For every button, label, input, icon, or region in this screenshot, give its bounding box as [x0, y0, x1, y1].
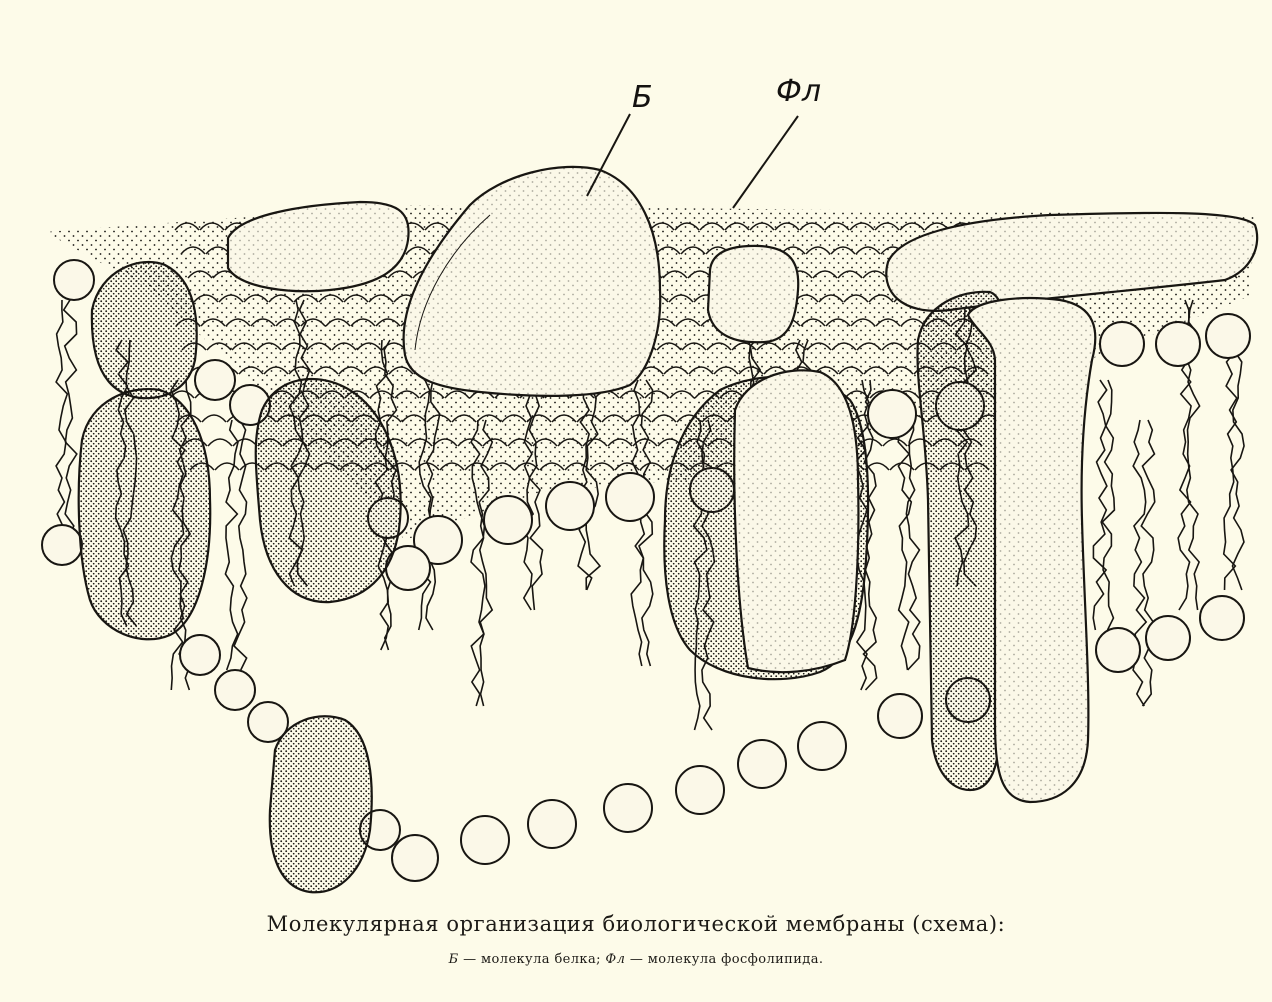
lipid-tail: [234, 420, 247, 670]
protein-left-dark-body: [79, 389, 210, 639]
phospholipid-head: [1200, 596, 1244, 640]
phospholipid-head: [1156, 322, 1200, 366]
phospholipid-head: [54, 260, 94, 300]
legend-b-symbol: Б: [449, 952, 459, 967]
lipid-tail: [225, 420, 238, 670]
phospholipid-head: [676, 766, 724, 814]
lipid-tail: [1093, 380, 1107, 630]
phospholipid-head: [42, 525, 82, 565]
phospholipid-head: [484, 496, 532, 544]
legend-fl-text: — молекула фосфолипида.: [625, 952, 823, 967]
protein-label: Б: [632, 80, 653, 115]
phospholipid-head: [1146, 616, 1190, 660]
protein-large-central: [404, 167, 661, 396]
phospholipid-head: [1206, 314, 1250, 358]
phospholipid-head: [738, 740, 786, 788]
phospholipid-head: [546, 482, 594, 530]
protein-bottom-left: [270, 716, 372, 892]
phospholipid-leader-line: [733, 116, 798, 208]
protein-transmembrane-right-shade-body: [917, 292, 1002, 790]
protein-small-top-texture: [708, 246, 798, 342]
phospholipid-head: [1096, 628, 1140, 672]
phospholipid-head: [195, 360, 235, 400]
phospholipid-head: [180, 635, 220, 675]
lipid-tail: [1141, 420, 1154, 706]
legend-fl-symbol: Фл: [605, 952, 625, 967]
phospholipid-head: [798, 722, 846, 770]
legend-b-text: — молекула белка;: [459, 952, 606, 967]
phospholipid-head: [878, 694, 922, 738]
phospholipid-head: [215, 670, 255, 710]
phospholipid-head: [604, 784, 652, 832]
protein-large-central-texture: [404, 167, 661, 396]
protein-transmembrane-center: [734, 370, 858, 672]
protein-small-top: [708, 246, 798, 342]
phospholipid-label: Фл: [776, 74, 821, 109]
phospholipid-head: [392, 835, 438, 881]
phospholipid-head: [868, 390, 916, 438]
protein-transmembrane-right-shade: [917, 292, 1002, 790]
phospholipid-head: [528, 800, 576, 848]
protein-transmembrane-center-texture: [734, 370, 858, 672]
figure-caption-legend: Б — молекула белка; Фл — молекула фосфол…: [0, 952, 1272, 967]
lipid-tail: [906, 420, 919, 670]
figure-caption-title: Молекулярная организация биологической м…: [0, 912, 1272, 936]
lipid-tail: [1231, 340, 1244, 590]
protein-bottom-left-body: [270, 716, 372, 892]
protein-left-dark: [79, 389, 210, 639]
phospholipid-head: [461, 816, 509, 864]
protein-left-upper: [92, 262, 197, 398]
protein-left-upper-body: [92, 262, 197, 398]
lipid-tail: [64, 300, 77, 550]
phospholipid-head: [1100, 322, 1144, 366]
phospholipid-head: [606, 473, 654, 521]
